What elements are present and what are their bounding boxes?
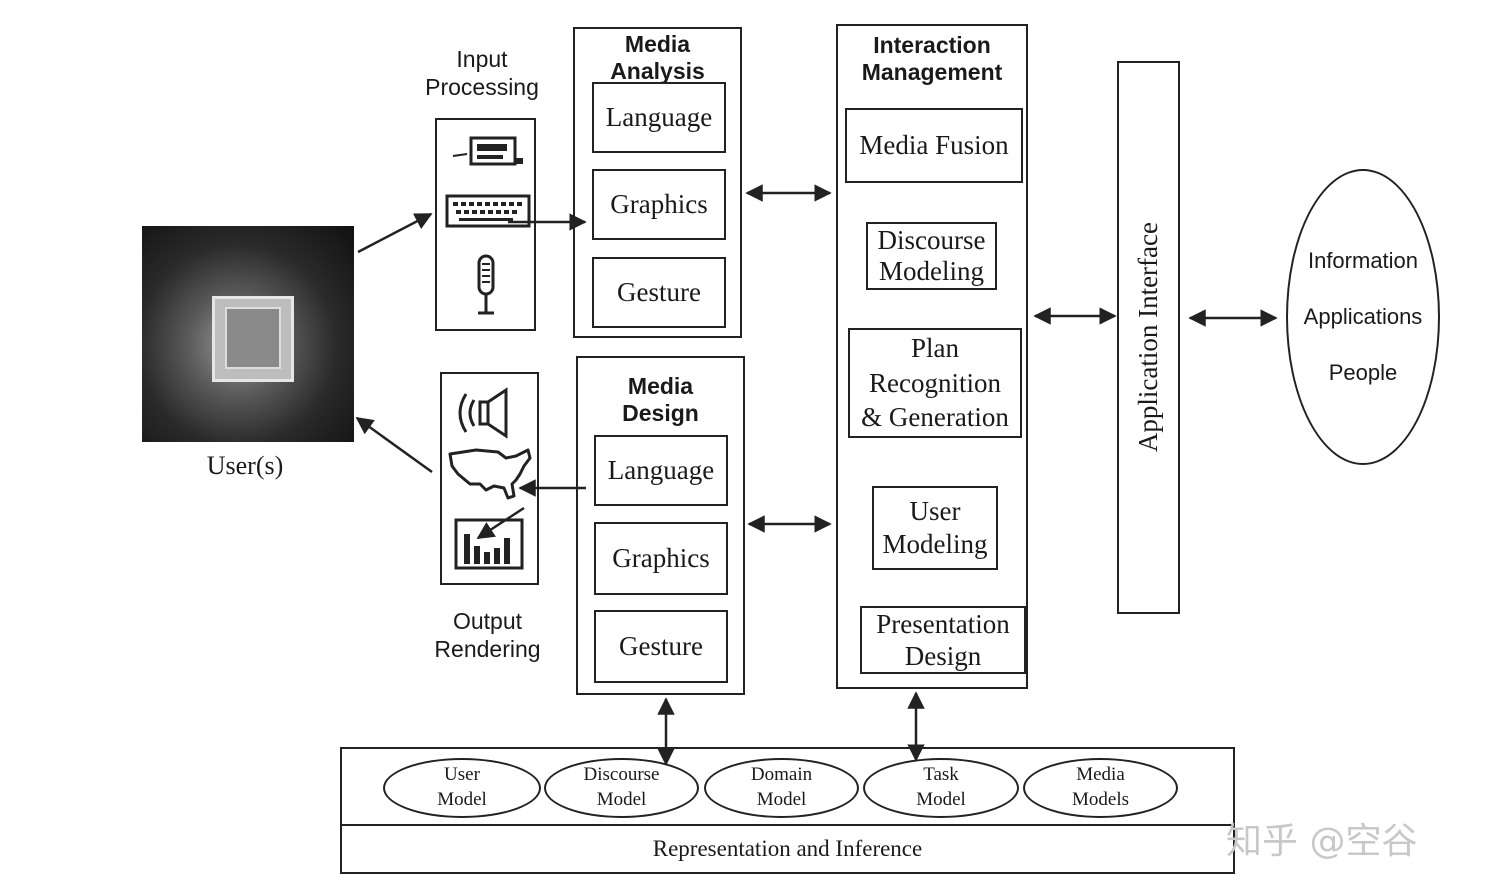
- external-entities-oval: Information Applications People: [1286, 169, 1440, 465]
- media-design-title: Media Design: [578, 372, 743, 428]
- media-design-graphics: Graphics: [594, 522, 728, 595]
- input-processing-title-line2: Processing: [425, 74, 539, 100]
- interaction-management-title-line2: Management: [861, 59, 1003, 85]
- application-interface-label: Application Interface: [1133, 222, 1163, 453]
- media-analysis-title: Media Analysis: [575, 31, 740, 85]
- user-modeling-line2: Modeling: [882, 529, 988, 559]
- external-applications: Applications: [1303, 303, 1423, 329]
- interaction-management-panel: Interaction Management Media Fusion Disc…: [836, 24, 1028, 689]
- user-photo: [142, 226, 354, 442]
- presentation-design-box: Presentation Design: [860, 606, 1026, 674]
- user-model-line1: User: [444, 764, 480, 786]
- watermark-text: 知乎 @空谷: [1226, 821, 1418, 862]
- task-model-oval: Task Model: [863, 758, 1019, 818]
- microphone-icon: [477, 254, 495, 315]
- models-strip: User Model Discourse Model Domain Model …: [340, 747, 1235, 826]
- media-design-gesture: Gesture: [594, 610, 728, 683]
- presentation-design-line2: Design: [904, 641, 982, 671]
- media-analysis-language: Language: [592, 82, 726, 153]
- discourse-modeling-box: Discourse Modeling: [866, 222, 997, 290]
- discourse-modeling-line1: Discourse: [877, 224, 986, 255]
- keyboard-icon: [445, 194, 531, 228]
- bar-chart-icon: [454, 518, 524, 570]
- speaker-icon: [458, 387, 508, 439]
- media-models-line1: Media: [1076, 764, 1125, 786]
- user-modeling-line1: User: [909, 496, 961, 527]
- task-model-line2: Model: [916, 789, 966, 810]
- discourse-model-line1: Discourse: [583, 764, 660, 786]
- interaction-management-title: Interaction Management: [838, 30, 1026, 88]
- domain-model-oval: Domain Model: [704, 758, 859, 818]
- output-rendering-title-line2: Rendering: [434, 636, 541, 662]
- output-rendering-box: [440, 372, 539, 585]
- plan-recognition-line3: & Generation: [861, 402, 1009, 433]
- media-design-title-line2: Design: [622, 400, 699, 426]
- representation-inference-box: Representation and Inference: [340, 824, 1235, 874]
- media-models-oval: Media Models: [1023, 758, 1178, 818]
- input-processing-title-line1: Input: [456, 46, 508, 73]
- plan-recognition-line2: Recognition: [869, 367, 1001, 398]
- media-design-language: Language: [594, 435, 728, 506]
- user-model-oval: User Model: [383, 758, 541, 818]
- discourse-model-line2: Model: [596, 789, 647, 810]
- task-model-line1: Task: [923, 764, 959, 786]
- media-fusion-box: Media Fusion: [845, 108, 1023, 183]
- media-models-line2: Models: [1072, 789, 1129, 810]
- media-design-panel: Media Design Language Graphics Gesture: [576, 356, 745, 695]
- external-people: People: [1328, 360, 1398, 386]
- media-analysis-panel: Media Analysis Language Graphics Gesture: [573, 27, 742, 338]
- discourse-modeling-line2: Modeling: [879, 256, 984, 286]
- media-analysis-title-line2: Analysis: [610, 58, 705, 84]
- plan-recognition-box: Plan Recognition & Generation: [848, 328, 1022, 438]
- media-analysis-graphics: Graphics: [592, 169, 726, 240]
- arrow-user-to-input: [357, 212, 433, 254]
- input-processing-box: [435, 118, 536, 331]
- user-modeling-box: User Modeling: [872, 486, 998, 570]
- media-analysis-gesture: Gesture: [592, 257, 726, 328]
- domain-model-line2: Model: [756, 789, 807, 810]
- discourse-model-oval: Discourse Model: [544, 758, 699, 818]
- plan-recognition-line1: Plan: [910, 333, 959, 364]
- media-design-title-line1: Media: [627, 372, 694, 399]
- arrow-output-to-user: [355, 416, 433, 474]
- printer-icon: [452, 136, 523, 166]
- user-label: User(s): [206, 451, 284, 480]
- monitor-image: [212, 296, 294, 382]
- media-analysis-title-line1: Media: [624, 30, 691, 57]
- us-map-icon: [448, 448, 532, 500]
- application-interface-box: Application Interface: [1117, 61, 1180, 614]
- input-processing-title: Input Processing: [392, 42, 572, 106]
- output-rendering-title-line1: Output: [452, 608, 523, 635]
- user-model-line2: Model: [437, 789, 487, 810]
- media-fusion-label: Media Fusion: [859, 130, 1009, 161]
- presentation-design-line1: Presentation: [876, 608, 1010, 639]
- output-rendering-title: Output Rendering: [400, 608, 575, 664]
- interaction-management-title-line1: Interaction: [873, 31, 991, 58]
- domain-model-line1: Domain: [750, 764, 813, 786]
- external-information: Information: [1307, 247, 1419, 273]
